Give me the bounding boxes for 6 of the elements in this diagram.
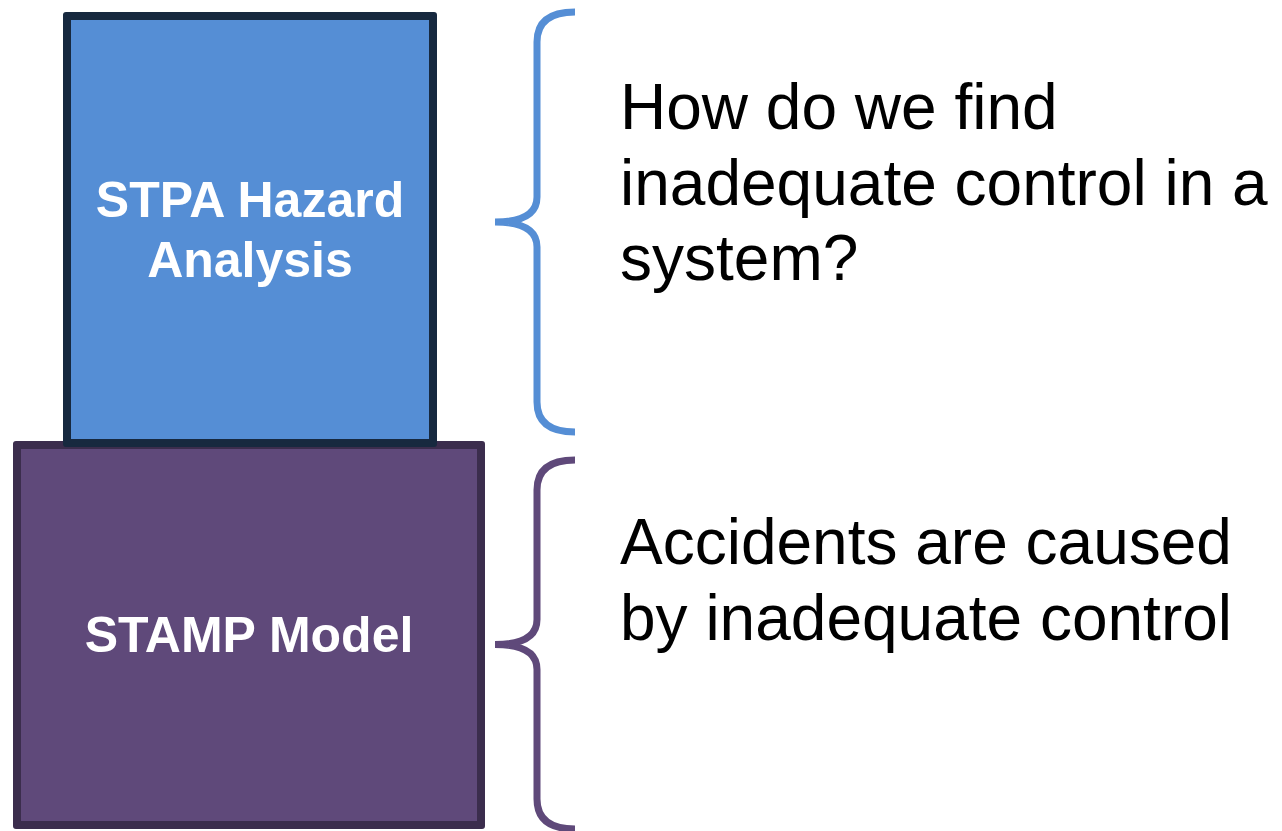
box-title: STPA Hazard Analysis [94,170,406,290]
box-title: STAMP Model [84,606,414,665]
layer-box [13,441,485,829]
layer-box [63,12,437,447]
description-text: Accidents are caused by inadequate control [620,505,1233,656]
description-text: How do we find inadequate control in a system? [620,70,1269,297]
